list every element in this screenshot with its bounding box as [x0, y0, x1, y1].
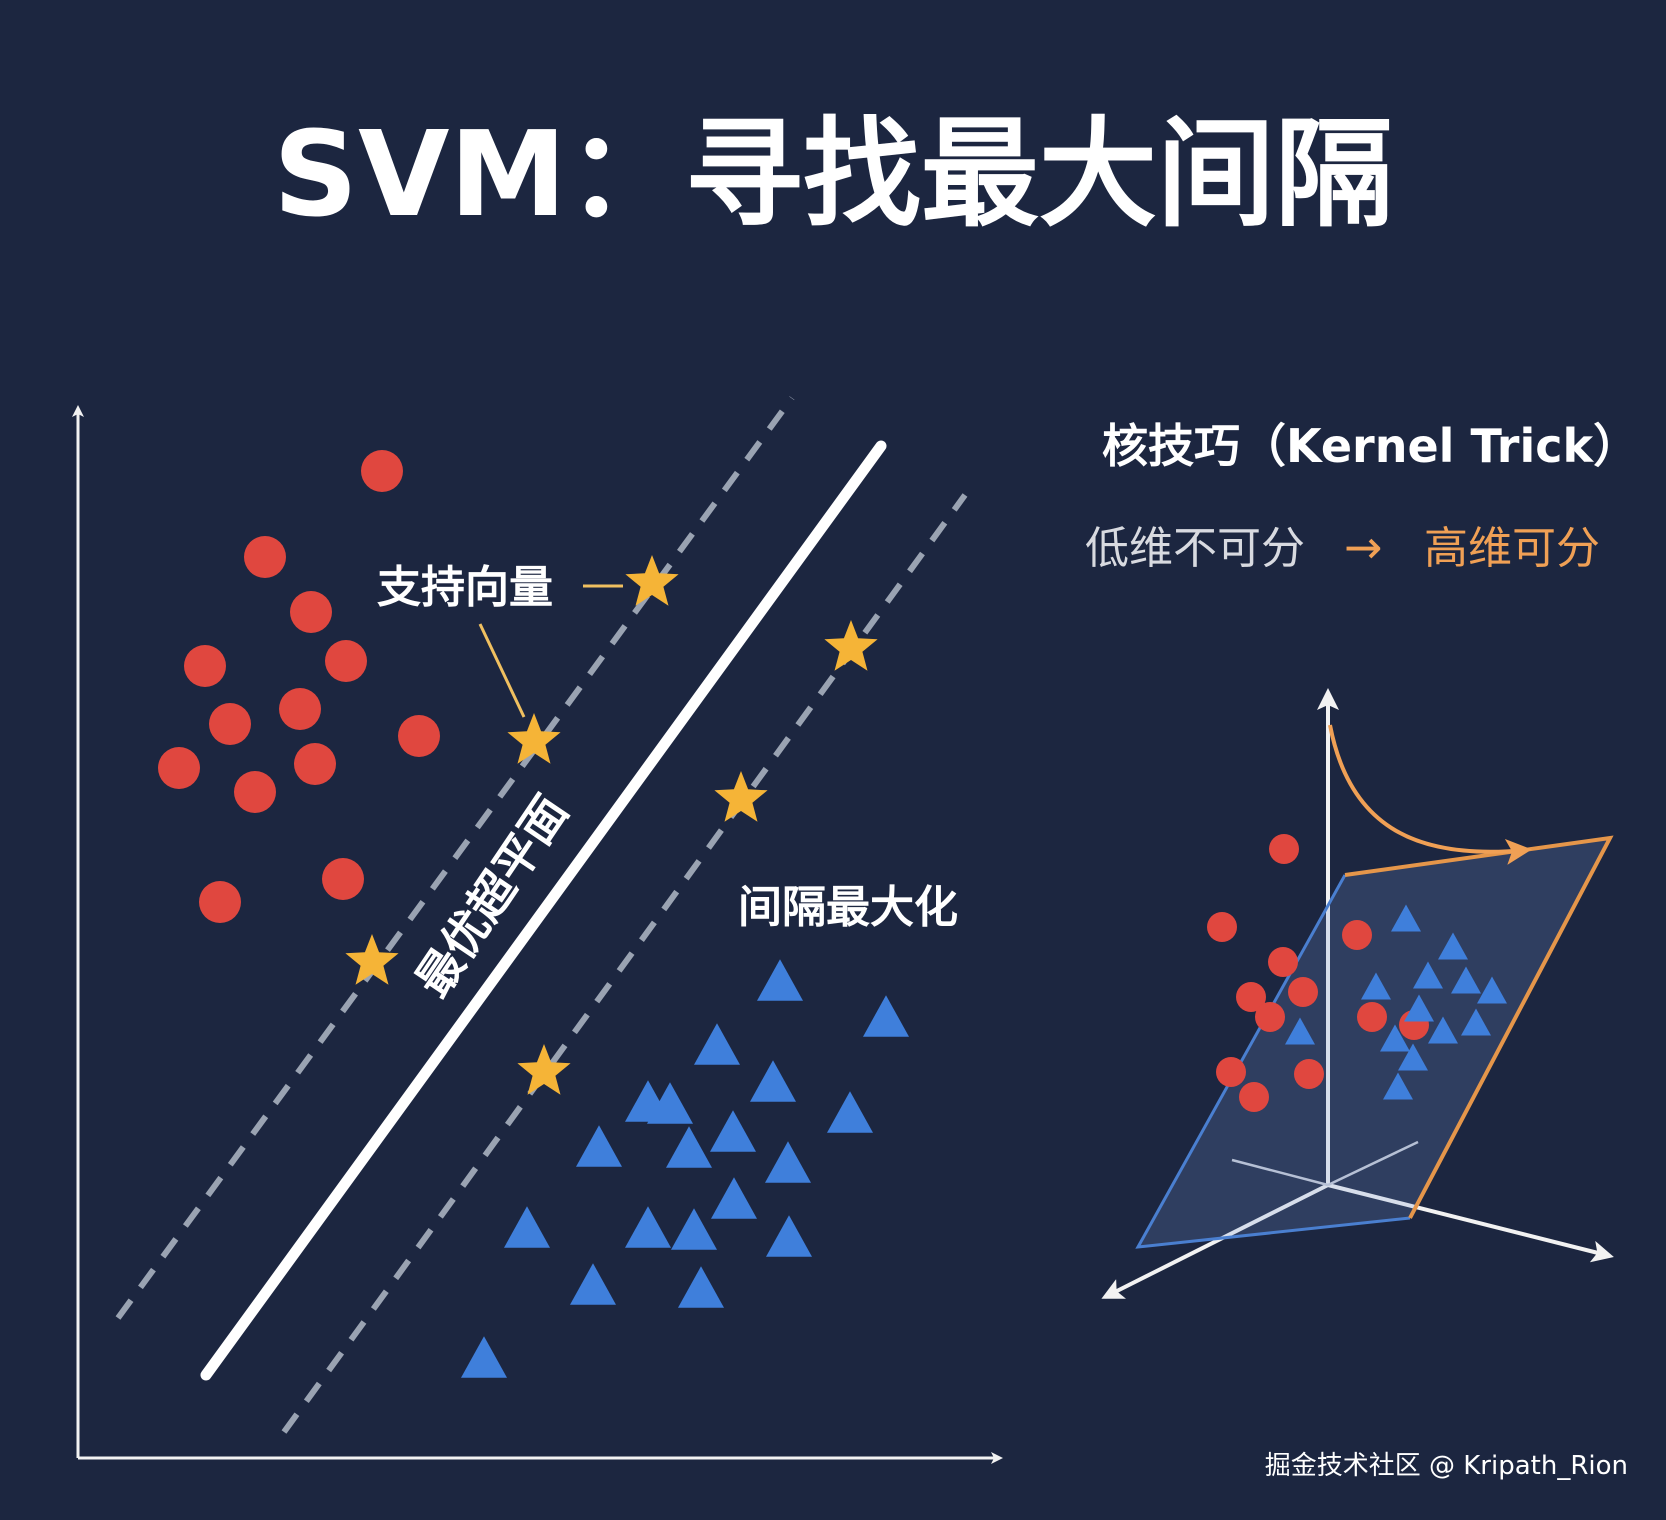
plane-edge-orange [1344, 835, 1614, 1219]
blue-point [757, 959, 803, 1001]
red-point [398, 715, 440, 757]
blue-class-points [461, 959, 909, 1378]
red-point-3d [1357, 1002, 1387, 1032]
red-point-3d [1236, 982, 1266, 1012]
watermark: 掘金技术社区 @ Kripath_Rion [1265, 1451, 1628, 1481]
3d-back-axis [1327, 1140, 1419, 1187]
blue-point-3d [1413, 961, 1443, 989]
support-vector-star [345, 934, 399, 985]
blue-point [678, 1266, 724, 1308]
blue-point-3d [1398, 1043, 1428, 1071]
blue-point-3d [1461, 1008, 1491, 1036]
red-point [322, 858, 364, 900]
blue-point [647, 1082, 693, 1124]
red-point-3d [1255, 1002, 1285, 1032]
red-point-3d [1294, 1059, 1324, 1089]
left-plot-axes [72, 405, 1003, 1464]
3d-axes [1101, 688, 1614, 1299]
blue-point-3d [1380, 1024, 1410, 1052]
red-point [199, 881, 241, 923]
blue-point [625, 1206, 671, 1248]
red-point-3d [1269, 834, 1299, 864]
blue-point [863, 995, 909, 1037]
3d-red-points [1207, 834, 1429, 1112]
red-point [361, 450, 403, 492]
red-point [158, 747, 200, 789]
support-vector-pointer-down [478, 623, 526, 718]
red-point-3d [1268, 947, 1298, 977]
blue-point-3d [1285, 1017, 1315, 1045]
kernel-title: 核技巧（Kernel Trick） [1102, 419, 1639, 473]
support-vector-stars [345, 555, 878, 1095]
upper-margin-line [115, 396, 795, 1320]
blue-point [750, 1060, 796, 1102]
blue-point [504, 1206, 550, 1248]
blue-point [711, 1177, 757, 1219]
3d-blue-points [1285, 904, 1507, 1100]
3d-left-axis [1231, 1158, 1329, 1187]
separating-plane [1138, 838, 1610, 1247]
plane-edge-blue [1135, 874, 1411, 1249]
red-point [290, 591, 332, 633]
red-point [184, 645, 226, 687]
page-title: SVM：寻找最大间隔 [273, 105, 1393, 243]
red-point-3d [1288, 977, 1318, 1007]
support-vector-star [824, 620, 878, 671]
3d-y-axis [1101, 1183, 1329, 1299]
red-point-3d [1239, 1082, 1269, 1112]
blue-point-3d [1477, 976, 1507, 1004]
kernel-from-text: 低维不可分 [1085, 523, 1305, 574]
kernel-to-text: 高维可分 [1424, 523, 1600, 574]
blue-point-3d [1428, 1016, 1458, 1044]
red-class-points [158, 450, 440, 923]
optimal-hyperplane [200, 440, 887, 1381]
red-point [325, 640, 367, 682]
red-point-3d [1207, 912, 1237, 942]
support-vector-star [625, 555, 679, 606]
red-point [279, 688, 321, 730]
support-vectors-label: 支持向量 [377, 562, 553, 613]
red-point [209, 703, 251, 745]
red-point [244, 536, 286, 578]
blue-point [666, 1126, 712, 1168]
blue-point [671, 1208, 717, 1250]
support-vector-star [507, 713, 561, 764]
red-point [294, 743, 336, 785]
blue-point-3d [1451, 966, 1481, 994]
lift-arrow-curve [1328, 724, 1532, 865]
kernel-arrow: → [1344, 520, 1383, 574]
support-vector-star [714, 771, 768, 822]
maximize-margin-label: 间隔最大化 [738, 882, 958, 933]
blue-point [576, 1125, 622, 1167]
blue-point-3d [1383, 1072, 1413, 1100]
red-point-3d [1216, 1057, 1246, 1087]
lower-margin-line [281, 493, 968, 1434]
blue-point [765, 1141, 811, 1183]
blue-point [694, 1023, 740, 1065]
blue-point [461, 1336, 507, 1378]
blue-point [827, 1091, 873, 1133]
blue-point [766, 1215, 812, 1257]
support-vector-star [517, 1044, 571, 1095]
3d-x-axis [1327, 1183, 1614, 1263]
red-point-3d [1342, 920, 1372, 950]
blue-point [710, 1110, 756, 1152]
blue-point-3d [1404, 994, 1434, 1022]
red-point [234, 771, 276, 813]
blue-point-3d [1361, 972, 1391, 1000]
blue-point [570, 1263, 616, 1305]
blue-point-3d [1391, 904, 1421, 932]
blue-point-3d [1438, 932, 1468, 960]
